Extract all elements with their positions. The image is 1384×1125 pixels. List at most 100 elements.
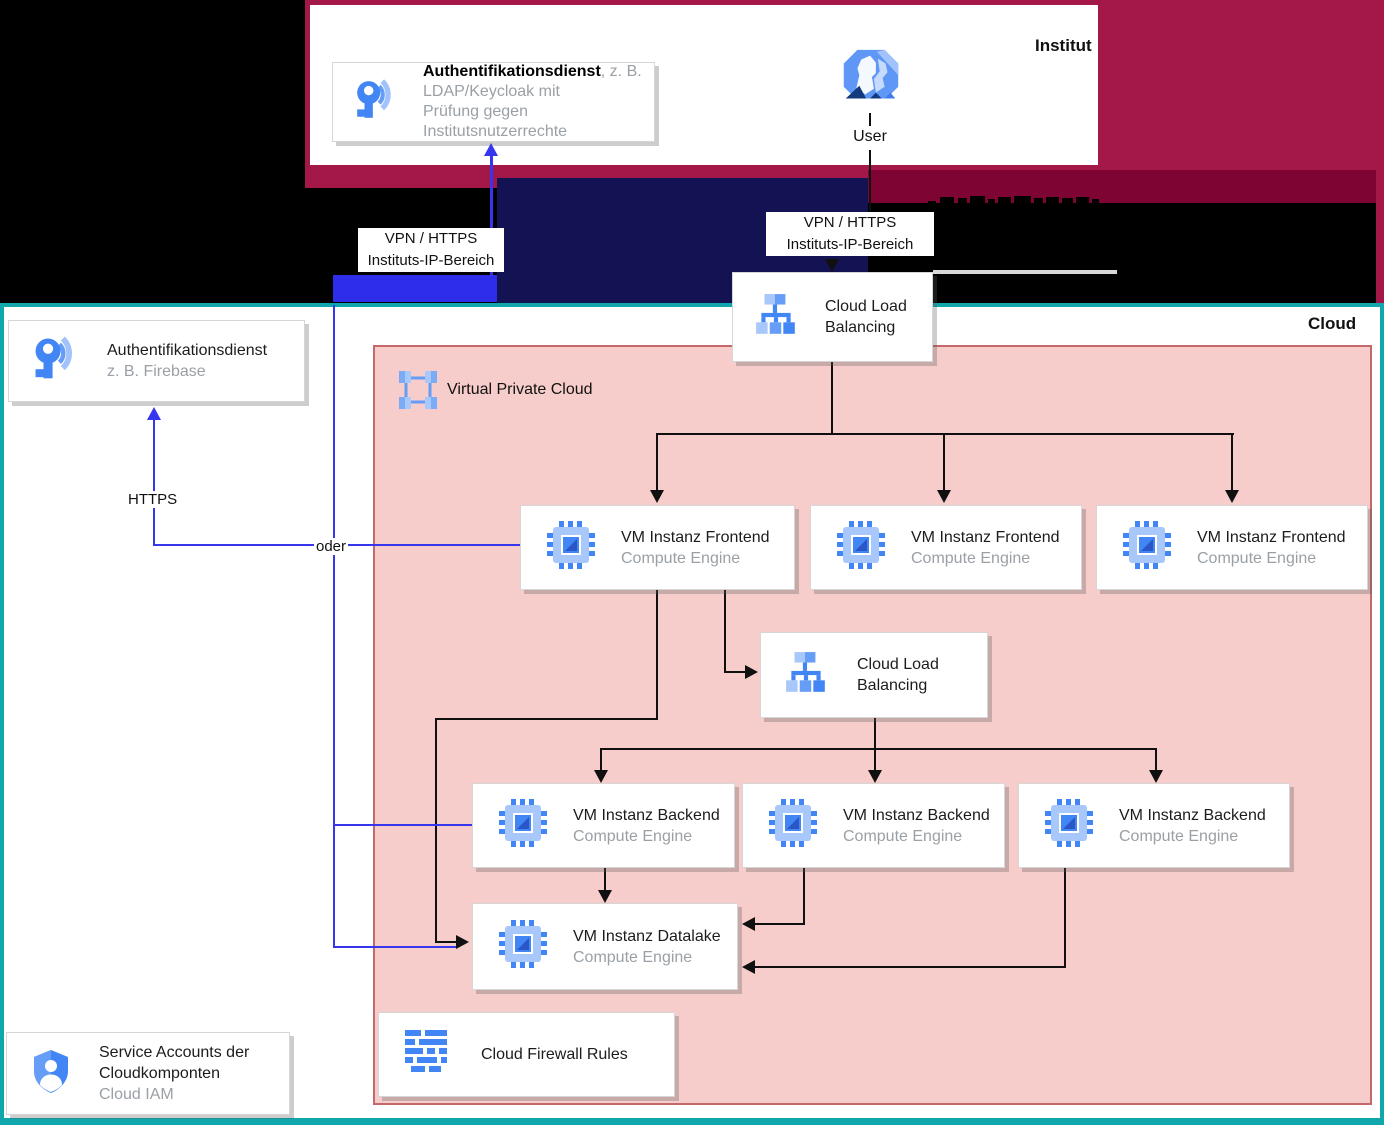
connector-f2-drop: [943, 433, 945, 491]
connector-b2-down: [803, 868, 805, 925]
connector-into-datalake-left: [435, 941, 457, 943]
institut-auth-title: Authentifikationsdienst: [423, 63, 601, 80]
arrowhead-into-clb-top: [825, 259, 839, 275]
arrowhead-datalake-right2: [739, 960, 755, 974]
user-label: User: [853, 128, 887, 145]
edge-label-https: HTTPS: [126, 491, 180, 508]
vpn-blue-segment: [333, 275, 497, 302]
vpc-region: [373, 345, 1372, 1105]
arrowhead-datalake-right1: [739, 917, 755, 931]
backend-2-sub: Compute Engine: [843, 827, 963, 845]
node-frontend-3: VM Instanz Frontend Compute Engine: [1096, 505, 1368, 590]
iam-title: Service Accounts der Cloudkomponten: [99, 1044, 250, 1082]
edge-label-vpn-left: VPN / HTTPS Instituts-IP-Bereich: [358, 228, 504, 272]
node-datalake: VM Instanz Datalake Compute Engine: [472, 903, 738, 990]
connector-backend-spread: [600, 748, 1157, 750]
arrowhead-f1: [650, 490, 664, 506]
connector-user-down-b: [869, 150, 871, 211]
backend-3-title: VM Instanz Backend: [1119, 806, 1266, 824]
frontend-2-sub: Compute Engine: [911, 549, 1031, 567]
compute-engine-icon: [499, 920, 547, 973]
connector-b3-left: [752, 966, 1066, 968]
connector-clbmid-down: [874, 718, 876, 749]
arrowhead-b1: [594, 770, 608, 786]
frontend-3-title: VM Instanz Frontend: [1197, 528, 1346, 546]
connector-f3-drop: [1231, 433, 1233, 491]
institut-auth-line4: Institutsnutzerrechte: [423, 123, 568, 140]
backend-1-sub: Compute Engine: [573, 827, 693, 845]
cloud-auth-title: Authentifikationsdienst: [107, 342, 268, 359]
node-backend-1: VM Instanz Backend Compute Engine: [472, 783, 735, 868]
connector-blue-main-drop: [333, 305, 335, 948]
node-clb-mid: Cloud Load Balancing: [760, 632, 988, 718]
connector-b2-drop: [874, 748, 876, 772]
key-icon: [31, 334, 81, 389]
firewall-icon: [403, 1028, 451, 1081]
connector-f1-drop: [656, 433, 658, 491]
connector-blue-institut-up: [490, 152, 493, 276]
connector-b3-drop: [1155, 748, 1157, 772]
connector-b2-left: [752, 923, 805, 925]
institut-region-label: Institut: [1035, 36, 1092, 55]
band-crimson-strip-left: [305, 170, 497, 188]
arrowhead-datalake-left: [456, 935, 472, 949]
connector-f1-left: [435, 718, 658, 720]
connector-clbtop-down: [831, 362, 833, 434]
connector-left-drop: [435, 718, 437, 943]
band-darkred: [868, 170, 1384, 203]
backend-3-sub: Compute Engine: [1119, 827, 1239, 845]
cloud-region-label: Cloud: [1308, 314, 1357, 333]
institut-auth-line3: Prüfung gegen: [423, 103, 528, 120]
frontend-1-title: VM Instanz Frontend: [621, 528, 770, 546]
node-frontend-1: VM Instanz Frontend Compute Engine: [520, 505, 795, 590]
band-crimson-column: [1376, 0, 1384, 303]
compute-engine-icon: [1123, 521, 1171, 574]
vpn-right-line1: VPN / HTTPS: [803, 214, 897, 231]
node-clb-top: Cloud Load Balancing: [732, 272, 933, 362]
firewall-title: Cloud Firewall Rules: [481, 1046, 628, 1063]
load-balancer-icon: [753, 292, 799, 343]
connector-b1-datalake: [604, 868, 606, 892]
vpn-left-line2: Instituts-IP-Bereich: [367, 252, 495, 269]
institut-auth-title-line: Authentifikationsdienst, z. B.: [423, 62, 642, 82]
compute-engine-icon: [837, 521, 885, 574]
node-institut-auth: Authentifikationsdienst, z. B. LDAP/Keyc…: [332, 62, 655, 142]
cloud-auth-sub: z. B. Firebase: [107, 363, 206, 380]
compute-engine-icon: [547, 521, 595, 574]
backend-2-title: VM Instanz Backend: [843, 806, 990, 824]
compute-engine-icon: [499, 799, 547, 852]
connector-blue-backend-branch: [333, 824, 472, 826]
backend-1-title: VM Instanz Backend: [573, 806, 720, 824]
vpn-right-line2: Instituts-IP-Bereich: [786, 236, 914, 253]
band-black-right: [868, 203, 1384, 303]
frontend-1-sub: Compute Engine: [621, 549, 741, 567]
vpc-icon: [398, 370, 438, 410]
node-frontend-2: VM Instanz Frontend Compute Engine: [810, 505, 1082, 590]
connector-b3-down: [1064, 868, 1066, 968]
frontend-2-title: VM Instanz Frontend: [911, 528, 1060, 546]
connector-f1-down-long: [656, 590, 658, 720]
iam-sub: Cloud IAM: [99, 1086, 174, 1103]
node-backend-2: VM Instanz Backend Compute Engine: [742, 783, 1005, 868]
datalake-sub: Compute Engine: [573, 948, 693, 966]
clb-top-title: Cloud Load Balancing: [825, 298, 907, 336]
arrowhead-clbmid: [745, 665, 761, 679]
shield-icon: [27, 1047, 75, 1100]
connector-blue-datalake: [333, 946, 456, 948]
connector-b1-drop: [600, 748, 602, 772]
connector-user-down-a: [869, 113, 871, 126]
key-icon: [353, 77, 399, 128]
node-backend-3: VM Instanz Backend Compute Engine: [1018, 783, 1290, 868]
arrowhead-b2: [868, 770, 882, 786]
institut-auth-line2: LDAP/Keycloak mit: [423, 83, 560, 100]
clb-mid-title: Cloud Load Balancing: [857, 656, 939, 694]
connector-into-clbmid: [724, 671, 746, 673]
connector-frontend-spread: [656, 433, 1234, 435]
compute-engine-icon: [769, 799, 817, 852]
node-firewall: Cloud Firewall Rules: [378, 1012, 675, 1097]
connector-firebase-down: [153, 416, 155, 546]
vpc-region-label: Virtual Private Cloud: [447, 381, 593, 398]
vpn-left-line1: VPN / HTTPS: [384, 230, 478, 247]
edge-label-vpn-right: VPN / HTTPS Instituts-IP-Bereich: [766, 212, 934, 256]
